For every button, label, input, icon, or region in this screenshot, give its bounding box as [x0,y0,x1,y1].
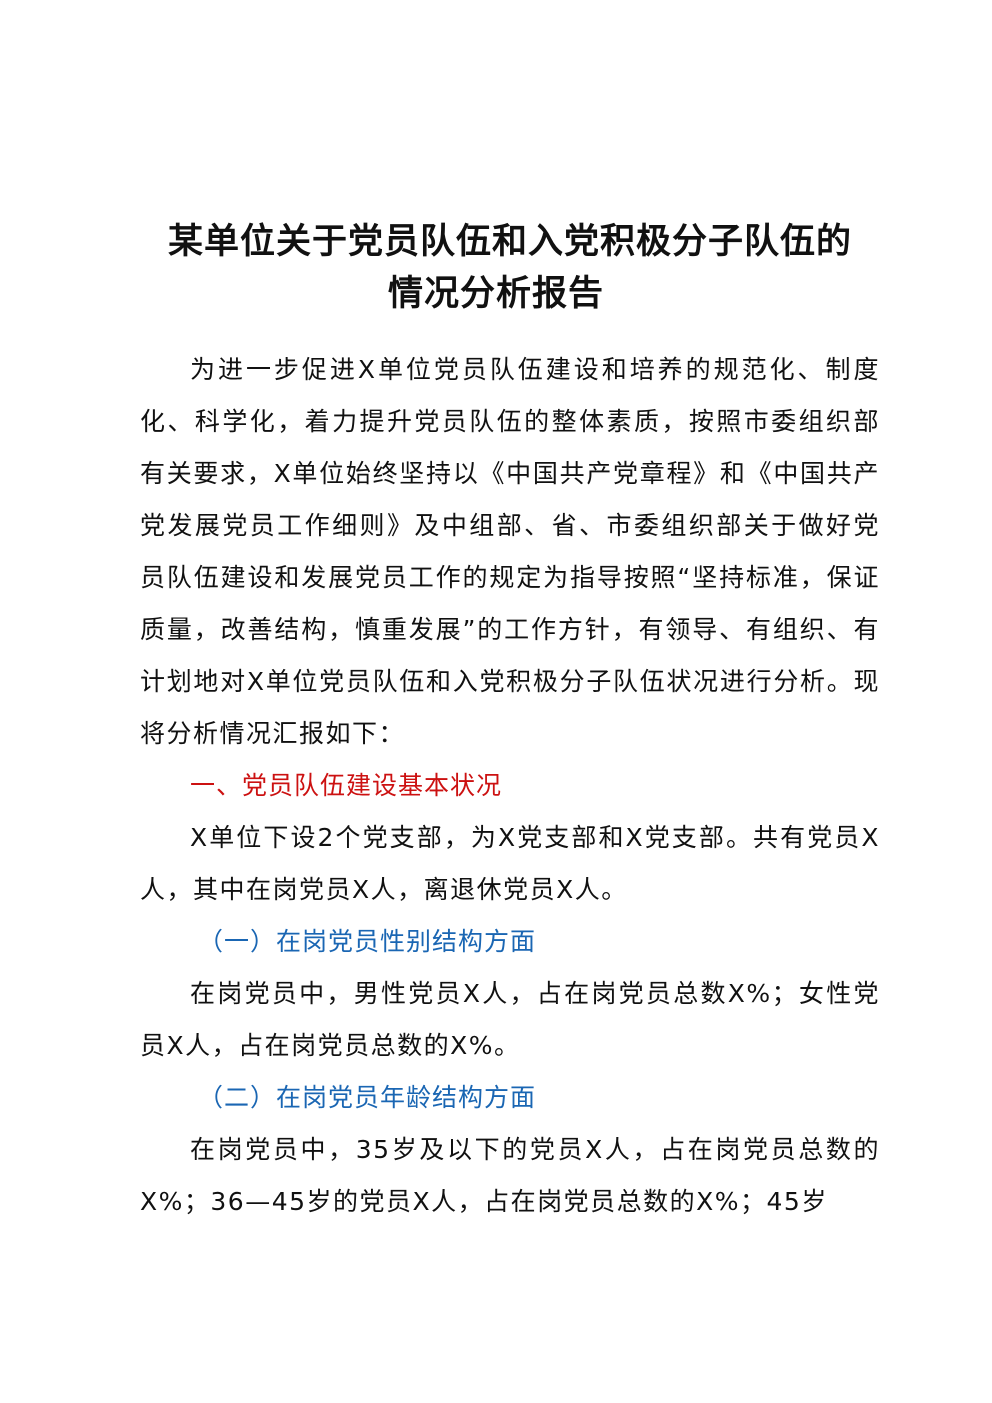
document-body: 为进一步促进X单位党员队伍建设和培养的规范化、制度化、科学化，着力提升党员队伍的… [140,344,880,1228]
document-title-line-1: 某单位关于党员队伍和入党积极分子队伍的 [167,222,852,262]
subsection-2-paragraph: 在岗党员中，35岁及以下的党员X人，占在岗党员总数的X%；36—45岁的党员X人… [140,1135,880,1216]
subsection-2-heading: （二）在岗党员年龄结构方面 [198,1083,537,1112]
intro-paragraph: 为进一步促进X单位党员队伍建设和培养的规范化、制度化、科学化，着力提升党员队伍的… [140,355,880,748]
subsection-1-paragraph: 在岗党员中，男性党员X人，占在岗党员总数X%；女性党员X人，占在岗党员总数的X%… [140,979,880,1060]
section-1-heading: 一、党员队伍建设基本状况 [190,771,503,800]
document-title-line-2: 情况分析报告 [387,274,604,314]
section-1-paragraph: X单位下设2个党支部，为X党支部和X党支部。共有党员X人，其中在岗党员X人，离退… [140,823,880,904]
subsection-1-heading: （一）在岗党员性别结构方面 [198,927,537,956]
